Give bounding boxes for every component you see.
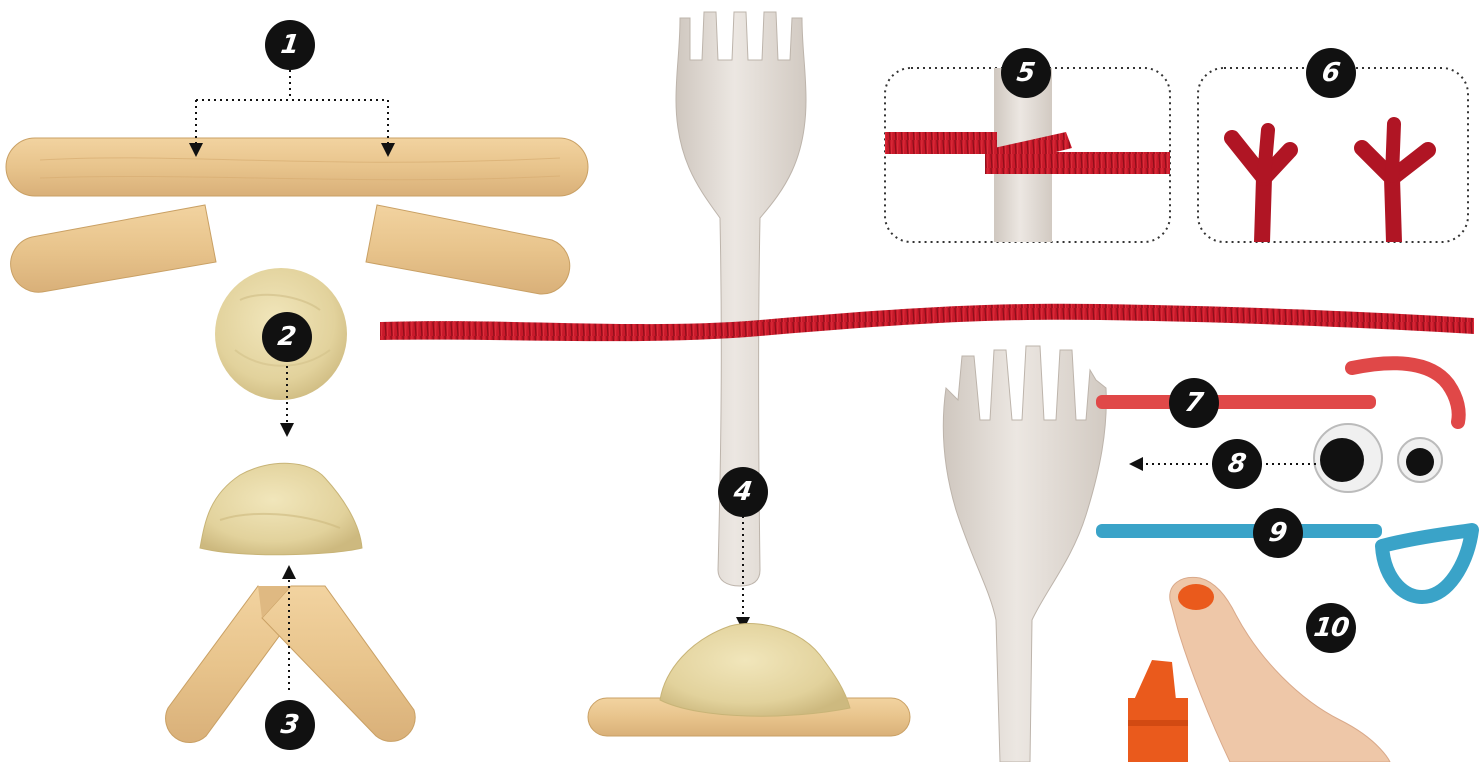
step-badge-9: 9	[1253, 508, 1303, 558]
assembled-base	[588, 624, 910, 736]
googly-eyes	[1314, 424, 1442, 492]
finger	[1170, 577, 1390, 762]
broken-stick-left	[11, 205, 216, 292]
step-badge-5: 5	[1001, 48, 1051, 98]
red-clay-snake	[1096, 363, 1459, 422]
broken-stick-right	[366, 205, 570, 294]
face-spork	[943, 346, 1106, 762]
clay-mound	[200, 463, 362, 554]
step-badge-10: 10	[1306, 603, 1356, 653]
step-badge-7: 7	[1169, 378, 1219, 428]
step-badge-3: 3	[265, 700, 315, 750]
marker	[1128, 660, 1188, 762]
long-popsicle-stick	[6, 138, 588, 196]
step-badge-8: 8	[1212, 439, 1262, 489]
step-badge-6: 6	[1306, 48, 1356, 98]
step-badge-2: 2	[262, 312, 312, 362]
pipe-cleaner-long	[380, 304, 1474, 341]
step-badge-4: 4	[718, 467, 768, 517]
step1-arrows	[196, 58, 388, 150]
step-badge-1: 1	[265, 20, 315, 70]
